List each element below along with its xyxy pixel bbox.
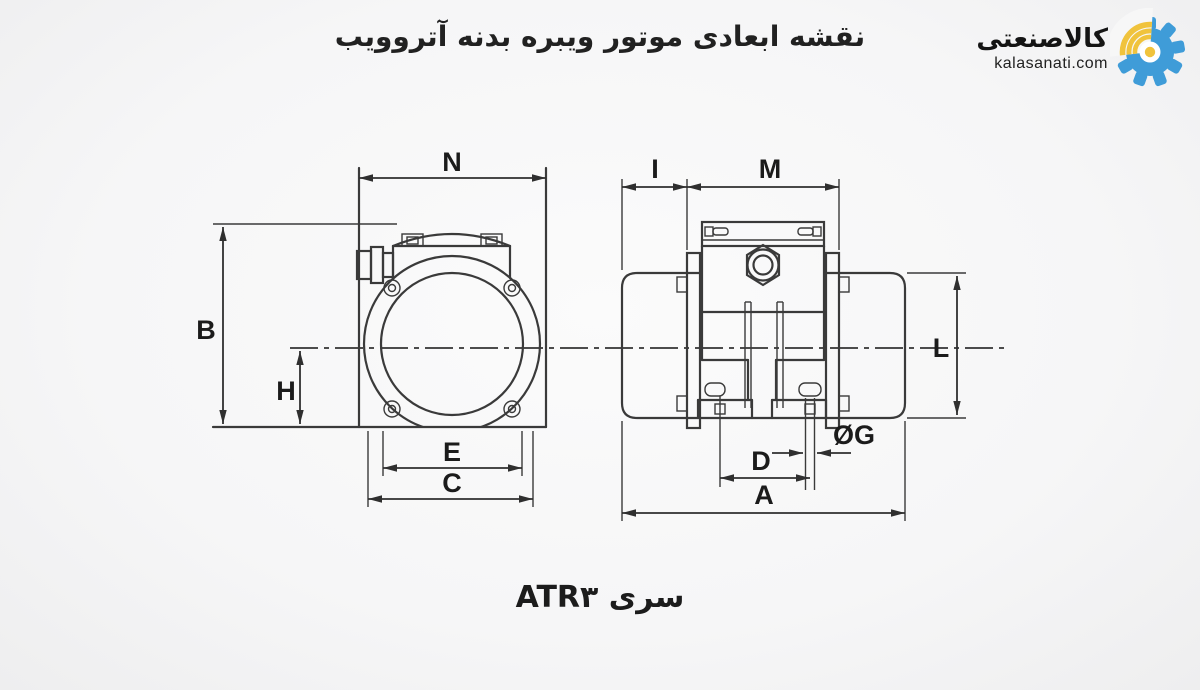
- dim-label-E: E: [443, 437, 461, 467]
- logo-text: کالاصنعتی kalasanati.com: [976, 24, 1108, 73]
- dim-G: ØG: [772, 420, 875, 457]
- dim-D: D: [720, 446, 810, 482]
- dim-label-N: N: [442, 147, 462, 177]
- left-bracket: [685, 251, 702, 430]
- dim-label-M: M: [759, 154, 782, 184]
- dim-label-B: B: [196, 315, 216, 345]
- kalasanati-logo: کالاصنعتی kalasanati.com: [976, 8, 1186, 90]
- dim-label-H: H: [276, 376, 296, 406]
- hex-bolt: [745, 243, 781, 287]
- logo-domain: kalasanati.com: [994, 54, 1108, 72]
- stud-bolts: [744, 301, 784, 408]
- dim-label-D: D: [751, 446, 771, 476]
- dim-L: L: [907, 272, 966, 419]
- motor-face: [362, 254, 542, 427]
- signal-dot-icon: [1144, 46, 1156, 58]
- dim-E: E: [382, 431, 523, 476]
- top-cover-plate: [700, 220, 826, 248]
- dim-H: H: [276, 351, 304, 424]
- dim-M: M: [687, 154, 840, 250]
- dim-label-L: L: [933, 333, 950, 363]
- dim-label-A: A: [754, 480, 774, 510]
- dim-N: N: [359, 147, 546, 182]
- dim-A: A: [621, 421, 906, 521]
- right-end-cap: [824, 271, 907, 420]
- right-bracket: [824, 251, 841, 430]
- dim-label-C: C: [442, 468, 462, 498]
- dim-label-I: I: [651, 154, 659, 184]
- kalasanati-gear-icon: [1110, 8, 1186, 87]
- logo-brand: کالاصنعتی: [976, 24, 1108, 55]
- left-end-cap: [620, 271, 702, 420]
- dim-label-G: ØG: [833, 420, 875, 450]
- dim-B: B: [196, 227, 227, 424]
- dim-I: I: [621, 154, 688, 270]
- front-view: N B H E C: [196, 147, 548, 507]
- dim-C: C: [367, 431, 534, 507]
- mounting-feet: [696, 358, 828, 420]
- side-view: I M L ØG D: [620, 154, 966, 521]
- page-title: نقشه ابعادی موتور ویبره بدنه آتروویب: [334, 20, 866, 53]
- signal-arcs-icon: [1119, 21, 1153, 56]
- flange-bolt-holes: [383, 279, 521, 418]
- series-caption: سری ATR۳: [515, 580, 685, 615]
- cable-gland: [355, 245, 395, 285]
